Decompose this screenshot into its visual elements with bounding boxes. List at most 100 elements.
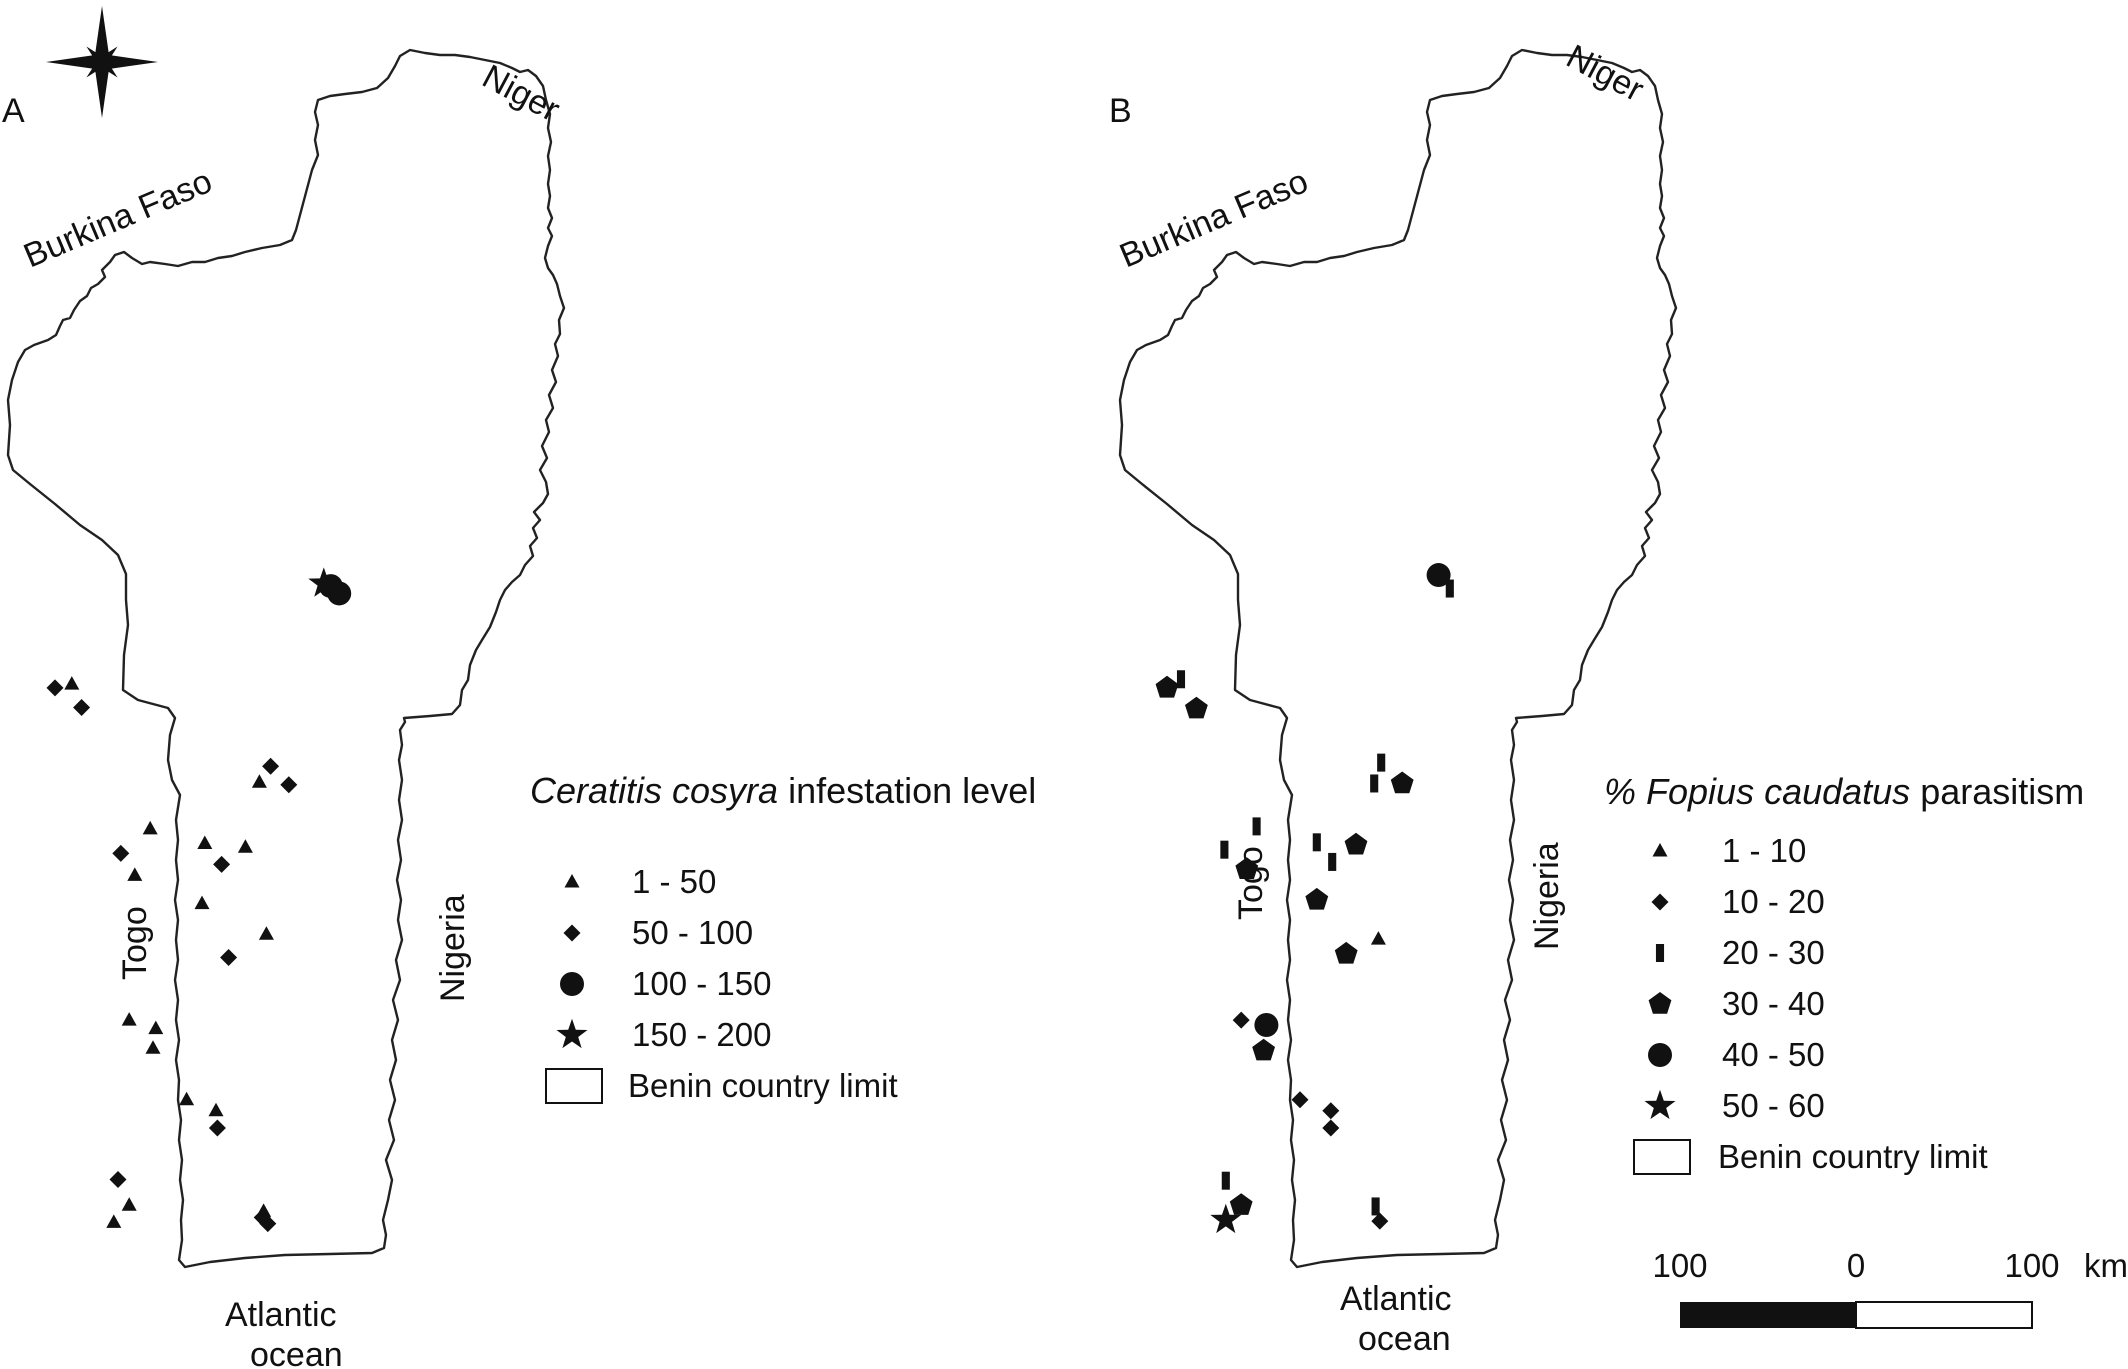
panel-b: B Niger Burkina Faso Togo Nigeria Atlant…	[1109, 38, 2128, 1358]
legend-label: Benin country limit	[1718, 1138, 1988, 1175]
legend-symbol-star	[1644, 1089, 1676, 1120]
legend-symbol-pentagon	[1648, 992, 1672, 1014]
legend-symbol-triangle	[564, 874, 580, 888]
label-nigeria: Nigeria	[434, 894, 472, 1002]
site-marker-bar	[1371, 1197, 1380, 1216]
legend-title-species-a: Ceratitis cosyra	[530, 770, 778, 811]
scale-bar: 100 0 100 km	[1652, 1247, 2128, 1329]
legend-label: 10 - 20	[1722, 883, 1825, 920]
site-marker-pentagon	[1390, 771, 1414, 794]
site-marker-triangle	[1370, 931, 1386, 945]
site-marker-triangle	[197, 835, 213, 850]
site-marker-triangle	[237, 839, 253, 853]
scale-bar-empty	[1855, 1301, 2033, 1329]
label-togo: Togo	[116, 906, 154, 980]
legend-symbol-bar	[1655, 944, 1665, 962]
site-marker-bar	[1252, 817, 1261, 836]
compass-star-icon	[46, 6, 158, 118]
site-marker-pentagon	[1229, 1193, 1253, 1215]
site-marker-triangle	[127, 867, 143, 881]
site-marker-pentagon	[1185, 696, 1208, 719]
scale-label-left: 100	[1652, 1247, 1707, 1284]
legend-items-b: 1 - 10 10 - 20 20 - 30 30 - 40 40 - 50 50 - 6…	[1633, 832, 1988, 1175]
site-marker-diamond	[112, 844, 130, 862]
site-marker-star	[1210, 1203, 1242, 1234]
legend-label: 1 - 50	[632, 863, 716, 900]
site-marker-pentagon	[1155, 675, 1179, 698]
legend-title-rest-a: infestation level	[778, 770, 1036, 811]
site-marker-triangle	[145, 1040, 161, 1054]
legend-symbol-circle	[1648, 1043, 1672, 1067]
legend-symbol-star	[556, 1018, 588, 1049]
label-ocean-b: ocean	[1358, 1320, 1451, 1358]
legend-label: 40 - 50	[1722, 1036, 1825, 1073]
label-nigeria-b: Nigeria	[1528, 842, 1566, 950]
site-marker-bar	[1176, 670, 1186, 689]
legend-label: 30 - 40	[1722, 985, 1825, 1022]
legend-symbol-diamond	[563, 924, 581, 942]
site-marker-triangle	[64, 676, 80, 690]
site-marker-diamond	[1232, 1011, 1250, 1029]
legend-b: % Fopius caudatus parasitism 1 - 10 10 - …	[1604, 771, 2084, 1175]
legend-label: 50 - 60	[1722, 1087, 1825, 1124]
site-marker-pentagon	[1334, 941, 1358, 964]
site-marker-pentagon	[1344, 832, 1368, 855]
site-marker-diamond	[280, 776, 298, 794]
site-marker-triangle	[251, 774, 267, 788]
site-marker-diamond	[220, 949, 238, 967]
panel-label-a: A	[2, 92, 25, 130]
site-marker-diamond	[1291, 1091, 1309, 1109]
site-marker-diamond	[1322, 1119, 1340, 1137]
site-marker-diamond	[259, 1215, 277, 1233]
legend-label: 50 - 100	[632, 914, 753, 951]
legend-title-rest-b: parasitism	[1910, 771, 2084, 812]
site-marker-triangle	[179, 1091, 195, 1106]
sites-a	[46, 567, 352, 1233]
legend-label: 150 - 200	[632, 1016, 771, 1053]
legend-title-b: % Fopius caudatus parasitism	[1604, 771, 2084, 812]
legend-symbol-triangle	[1652, 843, 1668, 857]
site-marker-bar	[1221, 1171, 1230, 1190]
legend-title-a: Ceratitis cosyra infestation level	[530, 770, 1036, 811]
site-marker-triangle	[121, 1197, 137, 1211]
site-marker-bar	[1220, 840, 1229, 859]
site-marker-bar	[1370, 774, 1379, 793]
site-marker-triangle	[148, 1020, 164, 1035]
legend-label: 1 - 10	[1722, 832, 1806, 869]
scale-label-right: 100	[2004, 1247, 2059, 1284]
site-marker-bar	[1328, 852, 1337, 871]
site-marker-pentagon	[1305, 887, 1329, 910]
site-marker-pentagon	[1235, 857, 1259, 879]
site-marker-triangle	[106, 1214, 122, 1228]
site-marker-diamond	[208, 1119, 226, 1137]
legend-a: Ceratitis cosyra infestation level 1 - 5…	[530, 770, 1036, 1104]
label-togo-b: Togo	[1232, 846, 1270, 920]
legend-label: Benin country limit	[628, 1067, 898, 1104]
site-marker-circle	[1426, 563, 1451, 588]
site-marker-bar	[1445, 579, 1454, 598]
site-marker-circle	[327, 581, 352, 606]
site-marker-bar	[1377, 753, 1386, 772]
site-marker-diamond	[213, 855, 231, 873]
site-marker-bar	[1312, 833, 1321, 852]
site-marker-pentagon	[1252, 1038, 1275, 1061]
panel-label-b: B	[1109, 92, 1132, 130]
site-marker-triangle	[258, 926, 274, 940]
legend-label: 20 - 30	[1722, 934, 1825, 971]
site-marker-diamond	[1322, 1102, 1340, 1120]
legend-title-species-b: % Fopius caudatus	[1604, 771, 1910, 812]
site-marker-triangle	[142, 820, 158, 835]
legend-symbol-diamond	[1651, 893, 1669, 911]
label-ocean: ocean	[250, 1336, 343, 1369]
sites-b	[1155, 563, 1454, 1234]
scale-label-zero: 0	[1847, 1247, 1865, 1284]
site-marker-diamond	[73, 698, 91, 716]
legend-label: 100 - 150	[632, 965, 771, 1002]
site-marker-triangle	[194, 895, 210, 910]
scale-bar-filled	[1680, 1302, 1856, 1328]
site-marker-diamond	[262, 757, 280, 775]
site-marker-diamond	[46, 679, 64, 697]
scale-label-unit: km	[2084, 1247, 2128, 1284]
